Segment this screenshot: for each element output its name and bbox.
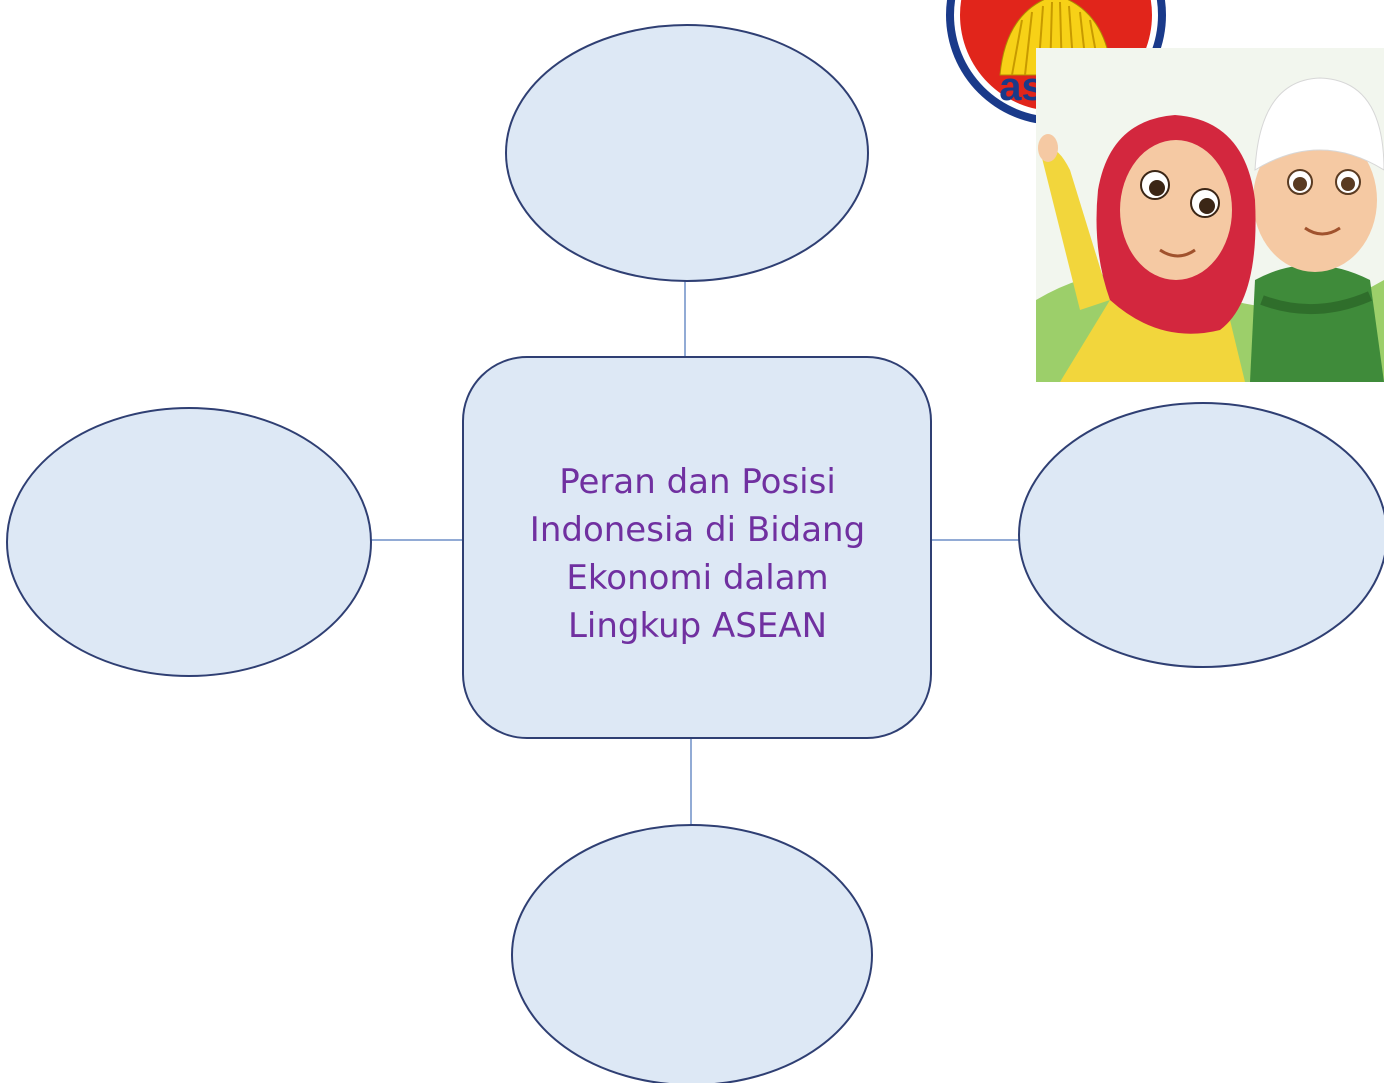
children-illustration <box>1036 48 1384 382</box>
branch-node-left <box>6 407 372 677</box>
title-line: Ekonomi dalam <box>566 558 829 598</box>
title-line: Peran dan Posisi <box>559 462 836 502</box>
central-node-title: Peran dan Posisi Indonesia di Bidang Eko… <box>470 458 925 650</box>
title-line: Indonesia di Bidang <box>529 510 866 550</box>
central-node <box>462 356 932 739</box>
girl-figure <box>1038 115 1256 382</box>
branch-node-right <box>1018 402 1384 668</box>
branch-node-top <box>505 24 869 282</box>
branch-node-bottom <box>511 824 873 1083</box>
title-line: Lingkup ASEAN <box>567 606 828 646</box>
boy-figure <box>1250 77 1384 382</box>
